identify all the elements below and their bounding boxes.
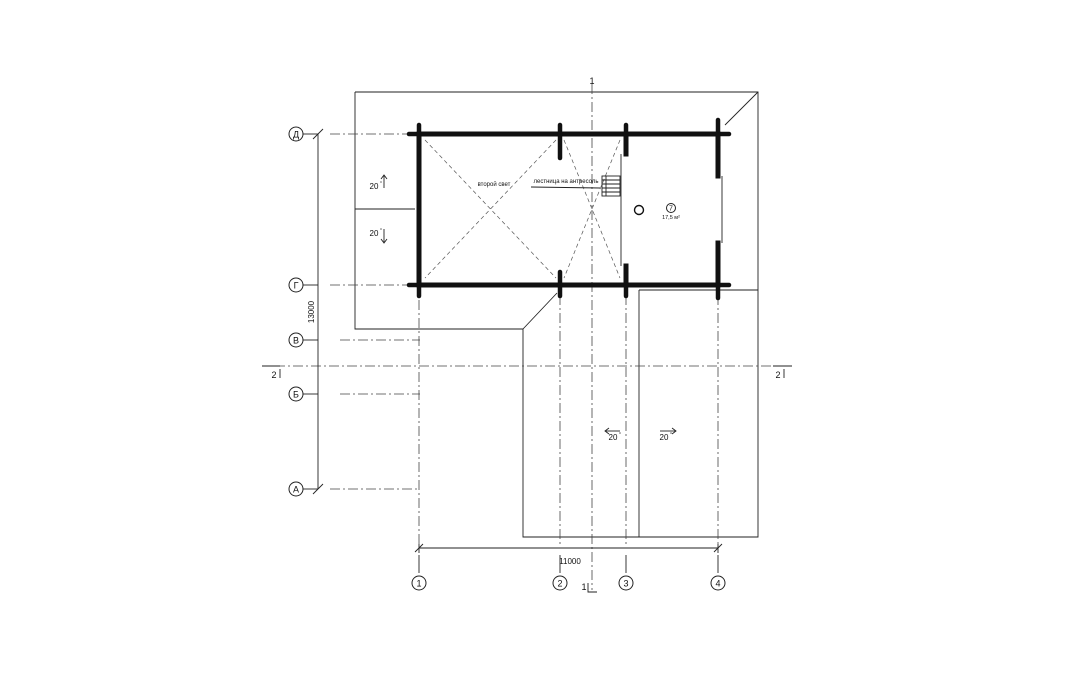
second-light-void — [424, 139, 621, 279]
axis-row-g: Г — [288, 277, 304, 293]
slope-marker-3: 20 ° — [604, 427, 621, 442]
axis-col-4: 4 — [710, 575, 726, 591]
slope-degree: ° — [619, 432, 621, 438]
room-number: 7 — [669, 206, 673, 213]
dimension-width: 11000 — [559, 557, 581, 566]
svg-text:Д: Д — [293, 130, 299, 140]
roof-outline — [354, 91, 759, 538]
axis-row-a: А — [288, 481, 304, 497]
slope-value: 20 — [609, 433, 618, 442]
axis-row-d: Д — [288, 126, 304, 142]
dimension-height: 13000 — [307, 300, 316, 323]
axis-col-3: 3 — [618, 575, 634, 591]
room-area: 17,5 м² — [662, 215, 680, 221]
dimension-vertical: 13000 — [307, 128, 324, 495]
column-post — [633, 204, 645, 216]
section-marker-top: 1 — [589, 76, 594, 86]
svg-text:2: 2 — [271, 370, 276, 380]
dimension-horizontal: 11000 — [414, 543, 723, 573]
svg-text:4: 4 — [715, 579, 720, 589]
log-end-stubs — [406, 117, 732, 301]
slope-value: 20 — [370, 229, 379, 238]
svg-text:1: 1 — [581, 582, 586, 592]
slope-degree: ° — [670, 432, 672, 438]
slope-marker-4: 20 ° — [660, 427, 677, 442]
axis-row-b: Б — [288, 386, 304, 402]
svg-text:А: А — [293, 485, 299, 495]
svg-text:1: 1 — [589, 76, 594, 86]
row-connectors — [303, 133, 318, 490]
stair-symbol — [601, 175, 621, 197]
stair-leader — [530, 186, 601, 189]
section-marker-bottom: 1 — [581, 582, 597, 593]
svg-text:2: 2 — [775, 370, 780, 380]
slope-degree: ° — [380, 228, 382, 234]
second-light-label: второй свет — [478, 181, 511, 188]
svg-text:2: 2 — [557, 579, 562, 589]
svg-text:Г: Г — [294, 281, 299, 291]
room-number-bubble — [666, 203, 676, 213]
slope-value: 20 — [660, 433, 669, 442]
svg-text:Б: Б — [293, 390, 299, 400]
svg-text:3: 3 — [623, 579, 628, 589]
section-marker-left: 2 — [262, 365, 281, 380]
slope-marker-1: 20 ° — [370, 174, 388, 191]
svg-text:В: В — [293, 336, 299, 346]
stair-label: лестница на антресоль — [534, 179, 599, 185]
axis-col-1: 1 — [411, 575, 427, 591]
slope-value: 20 — [370, 182, 379, 191]
slope-degree: ° — [380, 181, 382, 187]
svg-text:1: 1 — [416, 579, 421, 589]
slope-marker-2: 20 ° — [370, 228, 388, 244]
section-marker-right: 2 — [773, 365, 792, 380]
axis-row-v: В — [288, 332, 304, 348]
grid-axes — [275, 84, 790, 590]
axis-col-2: 2 — [552, 575, 568, 591]
